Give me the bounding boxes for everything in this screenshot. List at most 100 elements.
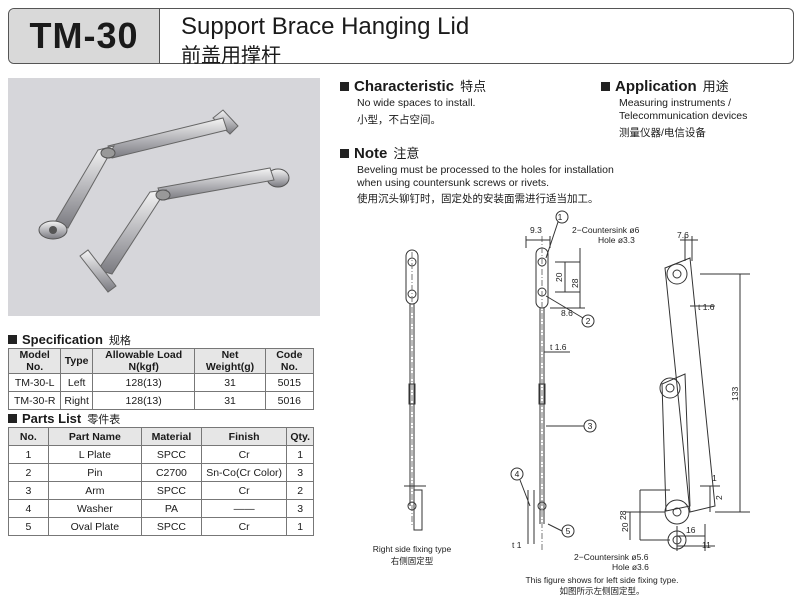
- table-cell: Left: [60, 373, 93, 392]
- dim-t1-6-middle: t 1.6: [550, 342, 567, 352]
- dim-28-bottom: 28: [618, 510, 628, 520]
- note-title: Note: [354, 145, 388, 162]
- table-cell: Cr: [200, 481, 288, 500]
- table-cell: SPCC: [140, 517, 202, 536]
- callout-4: 4: [515, 469, 520, 479]
- table-cell: ——: [200, 499, 288, 518]
- right-side-view: [404, 249, 426, 531]
- dim-11: 11: [702, 540, 711, 550]
- column-header: Finish: [200, 427, 288, 446]
- table-cell: 3: [286, 463, 314, 482]
- table-cell: C2700: [140, 463, 202, 482]
- right-side-caption: Right side fixing type: [373, 544, 452, 554]
- application-title: Application: [615, 78, 697, 95]
- application-title-zh: 用途: [702, 79, 729, 94]
- callout-circle: [555, 210, 569, 224]
- dim-9-3: 9.3: [530, 225, 542, 235]
- column-header: Qty.: [286, 427, 314, 446]
- column-header: Code No.: [264, 348, 315, 374]
- table-cell: Cr: [200, 445, 288, 464]
- dim-7-6: 7.6: [677, 230, 689, 240]
- dim-t1-6-front: t 1.6: [698, 302, 715, 312]
- callout-3: 3: [588, 421, 593, 431]
- dim-16: 16: [686, 525, 696, 535]
- callout-circle: [581, 314, 595, 328]
- hole-top-label: Hole ø3.3: [598, 235, 635, 245]
- header: TM-30 Support Brace Hanging Lid 前盖用撑杆: [8, 8, 794, 67]
- characteristic-title-zh: 特点: [460, 79, 487, 94]
- callout-1: 1: [558, 212, 563, 222]
- column-header: Net Weight(g): [194, 348, 266, 374]
- dim-8-6: 8.6: [561, 308, 573, 318]
- note-title-zh: 注意: [393, 146, 420, 161]
- table-cell: 1: [286, 445, 314, 464]
- callout-2: 2: [586, 316, 591, 326]
- table-cell: 5016: [264, 391, 315, 410]
- table-row: TM-30-R Right 128(13) 31 5016: [7, 391, 315, 410]
- table-cell: 5: [8, 517, 49, 536]
- specification-title-zh: 规格: [108, 335, 131, 347]
- dim-20-top: 20: [554, 272, 564, 282]
- table-cell: 2: [8, 463, 49, 482]
- table-cell: TM-30-L: [7, 373, 62, 392]
- dim-1: 1: [712, 473, 717, 483]
- application-text-1: Measuring instruments /: [619, 97, 732, 109]
- column-header: No.: [8, 427, 49, 446]
- application-heading: Application 用途: [601, 76, 729, 95]
- characteristic-text-1: No wide spaces to install.: [357, 97, 476, 109]
- column-header: Material: [140, 427, 202, 446]
- table-cell: Right: [60, 391, 93, 410]
- heading-square-icon: [8, 414, 17, 423]
- middle-side-view: [525, 236, 585, 551]
- countersink-top-label: 2−Countersink ø6: [572, 225, 640, 235]
- table-cell: 128(13): [91, 373, 196, 392]
- column-header: Type: [60, 348, 93, 374]
- parts-list-heading: Parts List 零件表: [8, 411, 120, 427]
- parts-list-title-zh: 零件表: [87, 414, 121, 426]
- specification-title: Specification: [22, 332, 103, 347]
- note-text-2: when using countersunk screws or rivets.: [357, 177, 549, 189]
- callout-circle: [510, 467, 524, 481]
- table-row: 4 Washer PA —— 3: [8, 499, 314, 518]
- table-cell: 31: [194, 391, 266, 410]
- table-cell: Sn-Co(Cr Color): [200, 463, 288, 482]
- characteristic-heading: Characteristic 特点: [340, 76, 486, 95]
- dim-2: 2: [714, 495, 724, 500]
- table-row: 1 L Plate SPCC Cr 1: [8, 445, 314, 464]
- dim-20-bottom: 20: [620, 522, 630, 532]
- table-cell: SPCC: [140, 445, 202, 464]
- characteristic-text-2: 小型，不占空间。: [357, 114, 441, 126]
- parts-list-title: Parts List: [22, 411, 82, 426]
- table-cell: Pin: [47, 463, 142, 482]
- product-photo: [8, 78, 320, 316]
- table-cell: 128(13): [91, 391, 196, 410]
- product-photo-image: [8, 78, 320, 316]
- table-cell: 1: [286, 517, 314, 536]
- technical-drawing: 1 2 3 4 5 9.3 2−Countersink ø6 Hole ø3.3…: [373, 210, 750, 596]
- table-cell: PA: [140, 499, 202, 518]
- dim-t1: t 1: [512, 540, 522, 550]
- table-row: 2 Pin C2700 Sn-Co(Cr Color) 3: [8, 463, 314, 482]
- column-header: Allowable Load N(kgf): [91, 348, 196, 374]
- table-row: 3 Arm SPCC Cr 2: [8, 481, 314, 500]
- table-row: TM-30-L Left 128(13) 31 5015: [7, 373, 315, 392]
- characteristic-title: Characteristic: [354, 78, 455, 95]
- application-text-2: Telecommunication devices: [619, 110, 748, 122]
- table-cell: 3: [286, 499, 314, 518]
- heading-square-icon: [8, 335, 17, 344]
- table-cell: SPCC: [140, 481, 202, 500]
- dim-28-top: 28: [570, 278, 580, 288]
- parts-list-table: No. Part Name Material Finish Qty. 1 L P…: [8, 427, 314, 536]
- table-cell: Washer: [47, 499, 142, 518]
- table-cell: 2: [286, 481, 314, 500]
- specification-table: Model No. Type Allowable Load N(kgf) Net…: [7, 348, 315, 410]
- table-cell: 4: [8, 499, 49, 518]
- note-text-3: 使用沉头铆钉时，固定处的安装面需进行适当加工。: [357, 193, 599, 205]
- table-header-row: No. Part Name Material Finish Qty.: [8, 427, 314, 446]
- callout-5: 5: [566, 526, 571, 536]
- table-header-row: Model No. Type Allowable Load N(kgf) Net…: [7, 348, 315, 374]
- title-chinese: 前盖用撑杆: [181, 45, 281, 67]
- specification-heading: Specification 规格: [8, 332, 131, 348]
- model-number-box: TM-30: [9, 9, 160, 63]
- model-number: TM-30: [29, 15, 139, 56]
